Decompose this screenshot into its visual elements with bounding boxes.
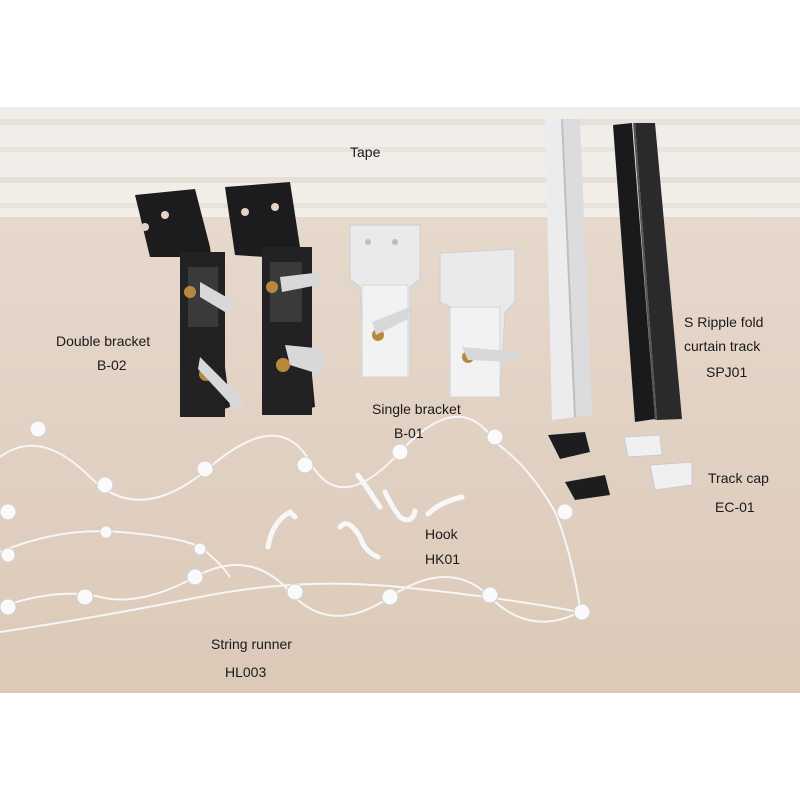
- product-photo: [0, 107, 800, 693]
- label-string-runner-name: String runner: [211, 636, 292, 652]
- label-single-bracket-name: Single bracket: [372, 401, 461, 417]
- runner-glides: [0, 420, 591, 621]
- label-double-bracket-name: Double bracket: [56, 333, 151, 349]
- label-track-name-line1: S Ripple fold: [684, 314, 764, 330]
- label-track-code: SPJ01: [706, 364, 748, 380]
- double-bracket-left: [135, 189, 245, 417]
- double-bracket-right: [225, 182, 325, 415]
- track-caps: [548, 432, 693, 500]
- single-bracket-left: [349, 224, 421, 378]
- white-track: [545, 118, 592, 420]
- label-single-bracket-code: B-01: [394, 425, 424, 441]
- label-track-cap-code: EC-01: [715, 499, 755, 515]
- hooks: [265, 472, 465, 560]
- label-track-name-line2: curtain track: [684, 338, 761, 354]
- black-track: [613, 122, 682, 422]
- label-double-bracket-code: B-02: [97, 357, 127, 373]
- label-tape: Tape: [350, 144, 381, 160]
- label-hook-code: HK01: [425, 551, 461, 567]
- label-hook-name: Hook: [425, 526, 458, 542]
- single-bracket-right: [439, 248, 520, 398]
- label-track-cap-name: Track cap: [708, 470, 769, 486]
- label-string-runner-code: HL003: [225, 664, 267, 680]
